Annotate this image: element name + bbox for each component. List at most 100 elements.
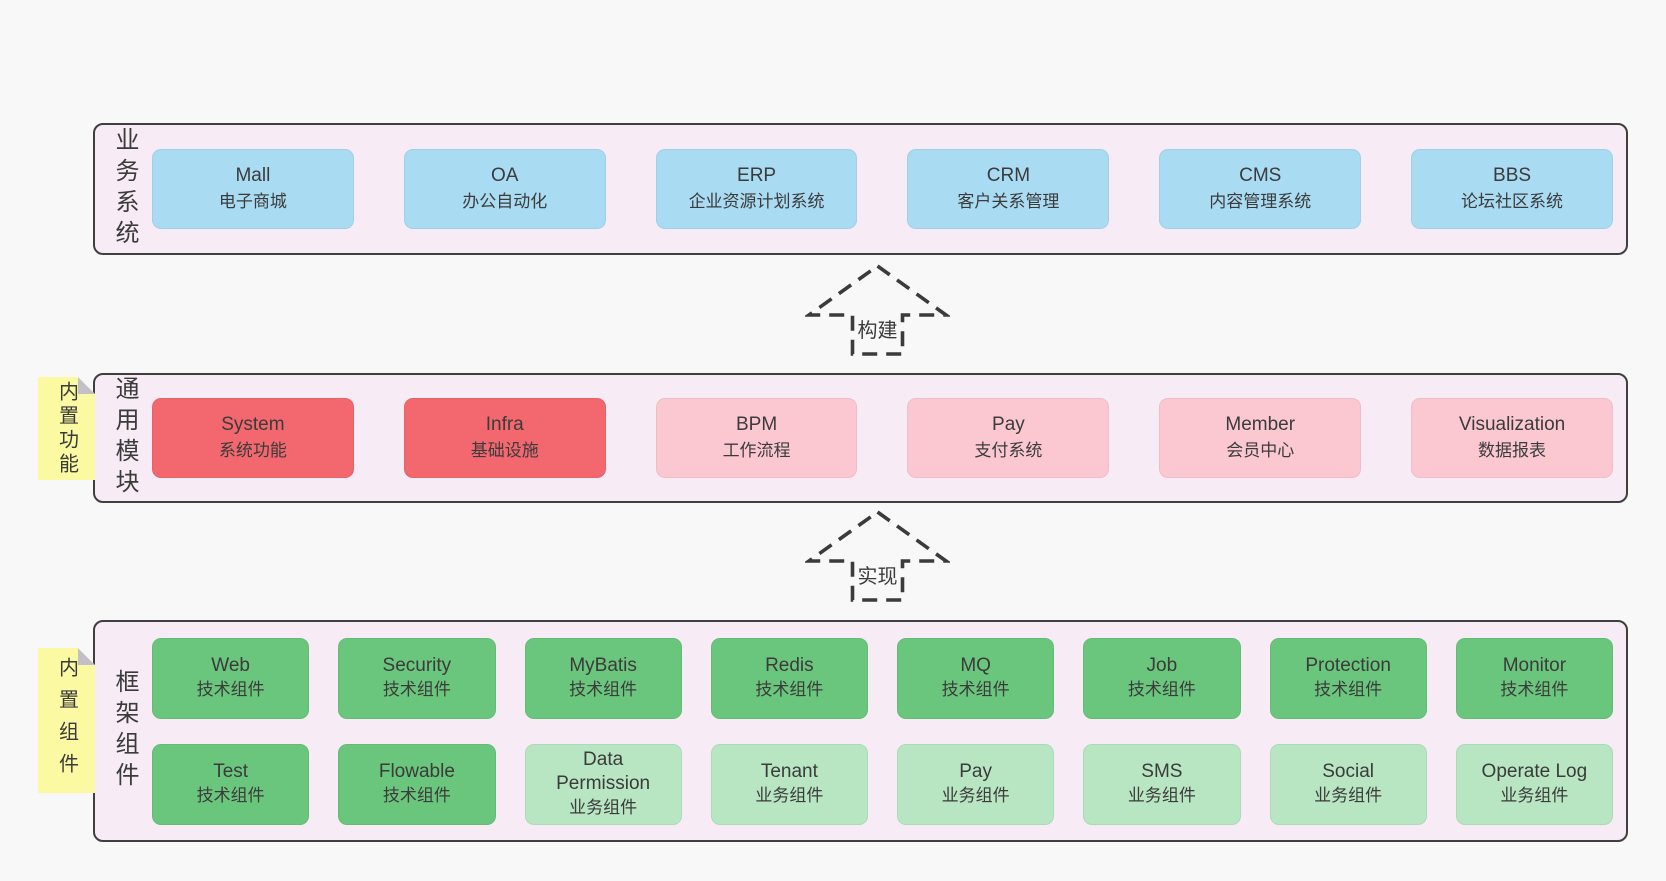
arrow-build: 构建 (805, 262, 950, 358)
module-name: Flowable (378, 761, 455, 782)
module-description: 工作流程 (722, 441, 791, 460)
module-name: Web (211, 655, 250, 676)
layer-framework-label: 框架组件 (111, 669, 138, 793)
module-name: Test (213, 761, 249, 782)
module-name: Job (1146, 655, 1178, 676)
module-box-data-permission: Data Permission 业务组件 (524, 743, 682, 825)
module-description: 技术组件 (1127, 680, 1196, 699)
module-description: 技术组件 (569, 680, 638, 699)
module-box-mybatis: MyBatis 技术组件 (524, 637, 682, 719)
module-row: System 系统功能 Infra 基础设施 BPM 工作流程 Pay 支付系统 Member 会… (152, 398, 1613, 478)
module-box-oa: OA 办公自动化 (403, 149, 606, 229)
module-name: ERP (737, 165, 777, 186)
module-name: Protection (1305, 655, 1391, 676)
module-description: 技术组件 (755, 680, 824, 699)
module-box-infra: Infra 基础设施 (403, 398, 606, 478)
module-description: 技术组件 (1314, 680, 1383, 699)
module-box-pay: Pay 支付系统 (907, 398, 1110, 478)
module-name: Operate Log (1481, 761, 1588, 782)
module-box-visualization: Visualization 数据报表 (1411, 398, 1613, 478)
module-box-monitor: Monitor 技术组件 (1455, 637, 1613, 719)
module-name: System (221, 414, 285, 435)
module-name: Tenant (760, 761, 818, 782)
module-name: CRM (986, 165, 1031, 186)
module-box-web: Web 技术组件 (152, 637, 310, 719)
module-description: 内容管理系统 (1209, 192, 1312, 211)
dashed-up-arrow-icon (805, 509, 950, 602)
module-description: 业务组件 (569, 798, 638, 817)
module-name: Visualization (1458, 414, 1566, 435)
module-box-member: Member 会员中心 (1159, 398, 1362, 478)
module-name: CMS (1239, 165, 1282, 186)
module-description: 基础设施 (470, 441, 539, 460)
module-name: SMS (1141, 761, 1183, 782)
module-description: 技术组件 (941, 680, 1010, 699)
module-name: BBS (1493, 165, 1532, 186)
dashed-up-arrow-icon (805, 263, 950, 356)
module-description: 业务组件 (941, 786, 1010, 805)
module-box-crm: CRM 客户关系管理 (907, 149, 1110, 229)
module-name: Pay (959, 761, 992, 782)
module-description: 企业资源计划系统 (688, 192, 825, 211)
module-box-operate-log: Operate Log 业务组件 (1455, 743, 1613, 825)
module-description: 系统功能 (218, 441, 287, 460)
layer-common-label: 通用模块 (111, 376, 138, 500)
module-box-protection: Protection 技术组件 (1269, 637, 1427, 719)
module-box-bpm: BPM 工作流程 (655, 398, 858, 478)
layer-business-label: 业务系统 (111, 127, 138, 251)
module-name: MQ (960, 655, 991, 676)
module-box-system: System 系统功能 (152, 398, 354, 478)
module-box-security: Security 技术组件 (338, 637, 496, 719)
module-box-job: Job 技术组件 (1083, 637, 1241, 719)
module-name: BPM (735, 414, 778, 435)
sticky-note-label: 内置组件 (55, 656, 78, 785)
module-description: 技术组件 (196, 786, 265, 805)
arrow-implement: 实现 (805, 508, 950, 604)
module-description: 办公自动化 (462, 192, 548, 211)
module-box-tenant: Tenant 业务组件 (710, 743, 868, 825)
sticky-note-builtin-features: 内置功能 (38, 377, 95, 480)
module-name: Infra (485, 414, 524, 435)
module-box-pay: Pay 业务组件 (897, 743, 1055, 825)
module-box-cms: CMS 内容管理系统 (1159, 149, 1362, 229)
module-name: Social (1322, 761, 1374, 782)
module-description: 技术组件 (382, 680, 451, 699)
common-modules-boxes: System 系统功能 Infra 基础设施 BPM 工作流程 Pay 支付系统 Member 会… (152, 398, 1613, 478)
sticky-note-label: 内置功能 (55, 380, 78, 477)
module-name: OA (491, 165, 519, 186)
module-description: 客户关系管理 (957, 192, 1060, 211)
module-box-erp: ERP 企业资源计划系统 (655, 149, 858, 229)
module-description: 论坛社区系统 (1461, 192, 1564, 211)
module-name: MyBatis (569, 655, 637, 676)
module-box-test: Test 技术组件 (152, 743, 310, 825)
module-box-bbs: BBS 论坛社区系统 (1411, 149, 1613, 229)
sticky-note-builtin-components: 内置组件 (38, 648, 95, 793)
module-name: Member (1225, 414, 1296, 435)
module-name: Monitor (1502, 655, 1567, 676)
module-name: Security (382, 655, 452, 676)
module-description: 支付系统 (974, 441, 1043, 460)
module-description: 技术组件 (196, 680, 265, 699)
module-name: Pay (992, 414, 1025, 435)
module-description: 会员中心 (1226, 441, 1295, 460)
module-description: 技术组件 (1500, 680, 1569, 699)
module-name: Data Permission (556, 749, 651, 794)
module-name: Mall (235, 165, 271, 186)
module-description: 业务组件 (1500, 786, 1569, 805)
layer-common-modules: 通用模块 System 系统功能 Infra 基础设施 BPM 工作流程 Pay 支付系统 Me… (93, 373, 1628, 503)
module-description: 业务组件 (1127, 786, 1196, 805)
module-description: 数据报表 (1478, 441, 1547, 460)
module-description: 业务组件 (755, 786, 824, 805)
